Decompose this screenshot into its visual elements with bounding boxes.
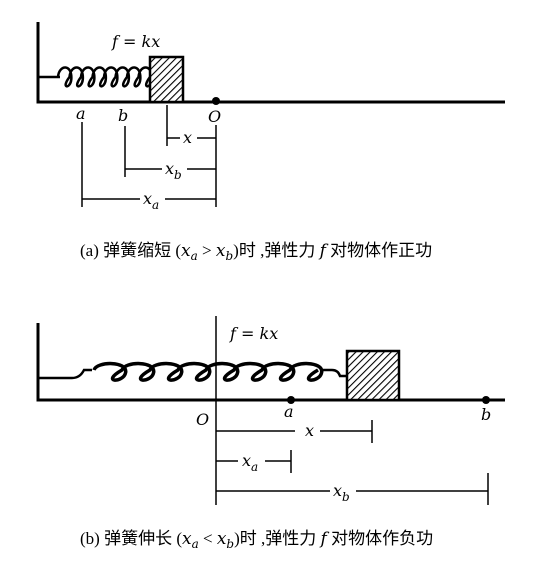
panel-a-origin-dot [212, 97, 220, 105]
panel-b-dot-b [482, 396, 490, 404]
panel-a-dim-x-label: x [183, 128, 192, 147]
panel-a-point-a: a [76, 104, 86, 123]
panel-a-wall [36, 22, 505, 104]
panel-a-block [148, 55, 185, 104]
panel-a-caption: (a) 弹簧缩短 (xa > xb)时 ,弹性力 f 对物体作正功 [80, 241, 432, 263]
panel-a-spring [56, 66, 154, 88]
panel-b-dim-x-label: x [305, 421, 314, 440]
panel-b-dot-a [287, 396, 295, 404]
panel-a-point-o: O [208, 107, 221, 126]
panel-b-spring [92, 361, 324, 382]
panel-b-block [345, 349, 401, 402]
panel-a-force-label: f = kx [111, 32, 160, 51]
panel-b-dim-xa-label: xa [242, 451, 258, 474]
panel-b-spring-lead [38, 368, 92, 380]
panel-a: f = kx a b O x xb xa (a) 弹簧缩短 (xa > xb)时… [36, 22, 505, 263]
panel-b-spring-tail [320, 368, 347, 378]
panel-b-caption: (b) 弹簧伸长 (xa < xb)时 ,弹性力 f 对物体作负功 [80, 529, 433, 551]
panel-a-point-b: b [118, 106, 128, 125]
panel-b-point-o: O [196, 410, 209, 429]
panel-a-dim-xa-label: xa [143, 189, 159, 212]
panel-b-force-label: f = kx [229, 324, 278, 343]
panel-b-point-a: a [284, 402, 294, 421]
panel-b: f = kx O a b x xa xb (b) 弹簧伸长 (xa < xb)时… [36, 316, 505, 551]
panel-a-dim-xb-label: xb [165, 159, 182, 182]
panel-b-dim-xb-label: xb [333, 481, 350, 504]
panel-b-point-b: b [481, 405, 491, 424]
